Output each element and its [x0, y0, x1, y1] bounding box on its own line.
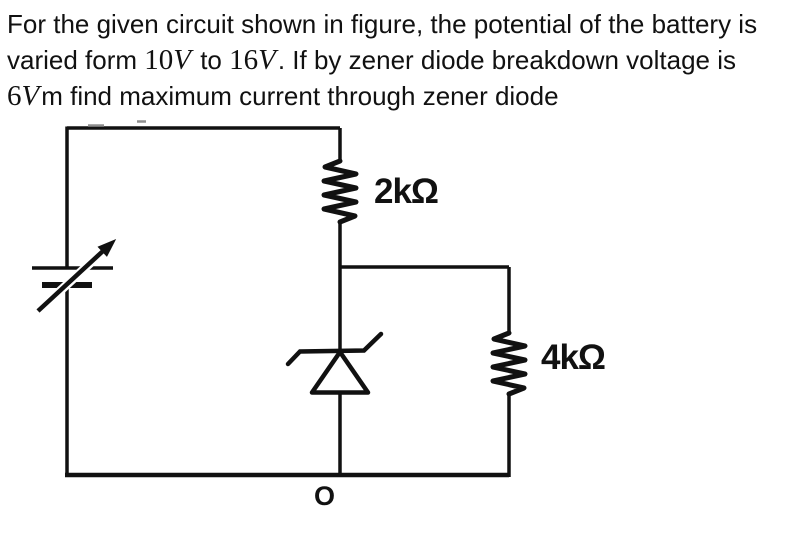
variable-battery-symbol	[32, 239, 117, 313]
problem-text: For the given circuit shown in figure, t…	[7, 6, 799, 114]
circuit-wires	[65, 126, 511, 478]
plain-text: varied form	[7, 45, 145, 75]
resistor-zigzag-symbol-2k	[321, 158, 359, 225]
battery-arrow-line	[36, 249, 105, 313]
math-text: 10	[144, 44, 174, 76]
resistor-zigzag-symbol-4k	[490, 330, 528, 397]
resistor-4k-label: 4kΩ	[541, 338, 606, 377]
plain-text: For the given circuit shown in figure, t…	[7, 9, 758, 39]
battery-arrow-head	[97, 239, 117, 257]
problem-line: For the given circuit shown in figure, t…	[7, 6, 799, 42]
math-text: V	[173, 44, 191, 76]
plain-text: m find maximum current through zener dio…	[41, 81, 559, 111]
plain-text: to	[192, 45, 230, 75]
problem-line: varied form 10V to 16V. If by zener diod…	[7, 42, 799, 78]
math-text: 16	[229, 44, 259, 76]
plain-text: . If by zener diode breakdown voltage is	[277, 45, 737, 75]
bottom-node-label: O	[314, 481, 336, 511]
zener-cathode-bar	[285, 331, 384, 367]
resistor-2k-label: 2kΩ	[374, 172, 439, 211]
math-text: 6	[7, 80, 22, 112]
problem-line: 6Vm find maximum current through zener d…	[7, 78, 799, 114]
scan-artifacts	[88, 120, 146, 127]
math-text: V	[21, 80, 40, 112]
zener-anode-triangle	[309, 349, 371, 395]
zener-diode-symbol	[285, 331, 384, 395]
math-text: V	[258, 44, 276, 76]
